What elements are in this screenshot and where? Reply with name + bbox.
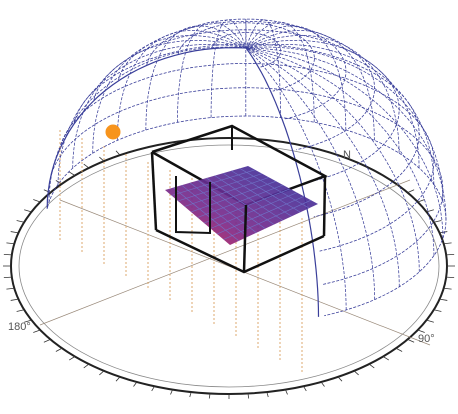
- label-north: N: [343, 149, 351, 161]
- room-model: [152, 126, 325, 272]
- sun-path-drop-lines: [60, 130, 302, 372]
- label-east: 90°: [418, 333, 435, 345]
- sun-position: [106, 125, 121, 140]
- label-south: 180°: [8, 321, 31, 333]
